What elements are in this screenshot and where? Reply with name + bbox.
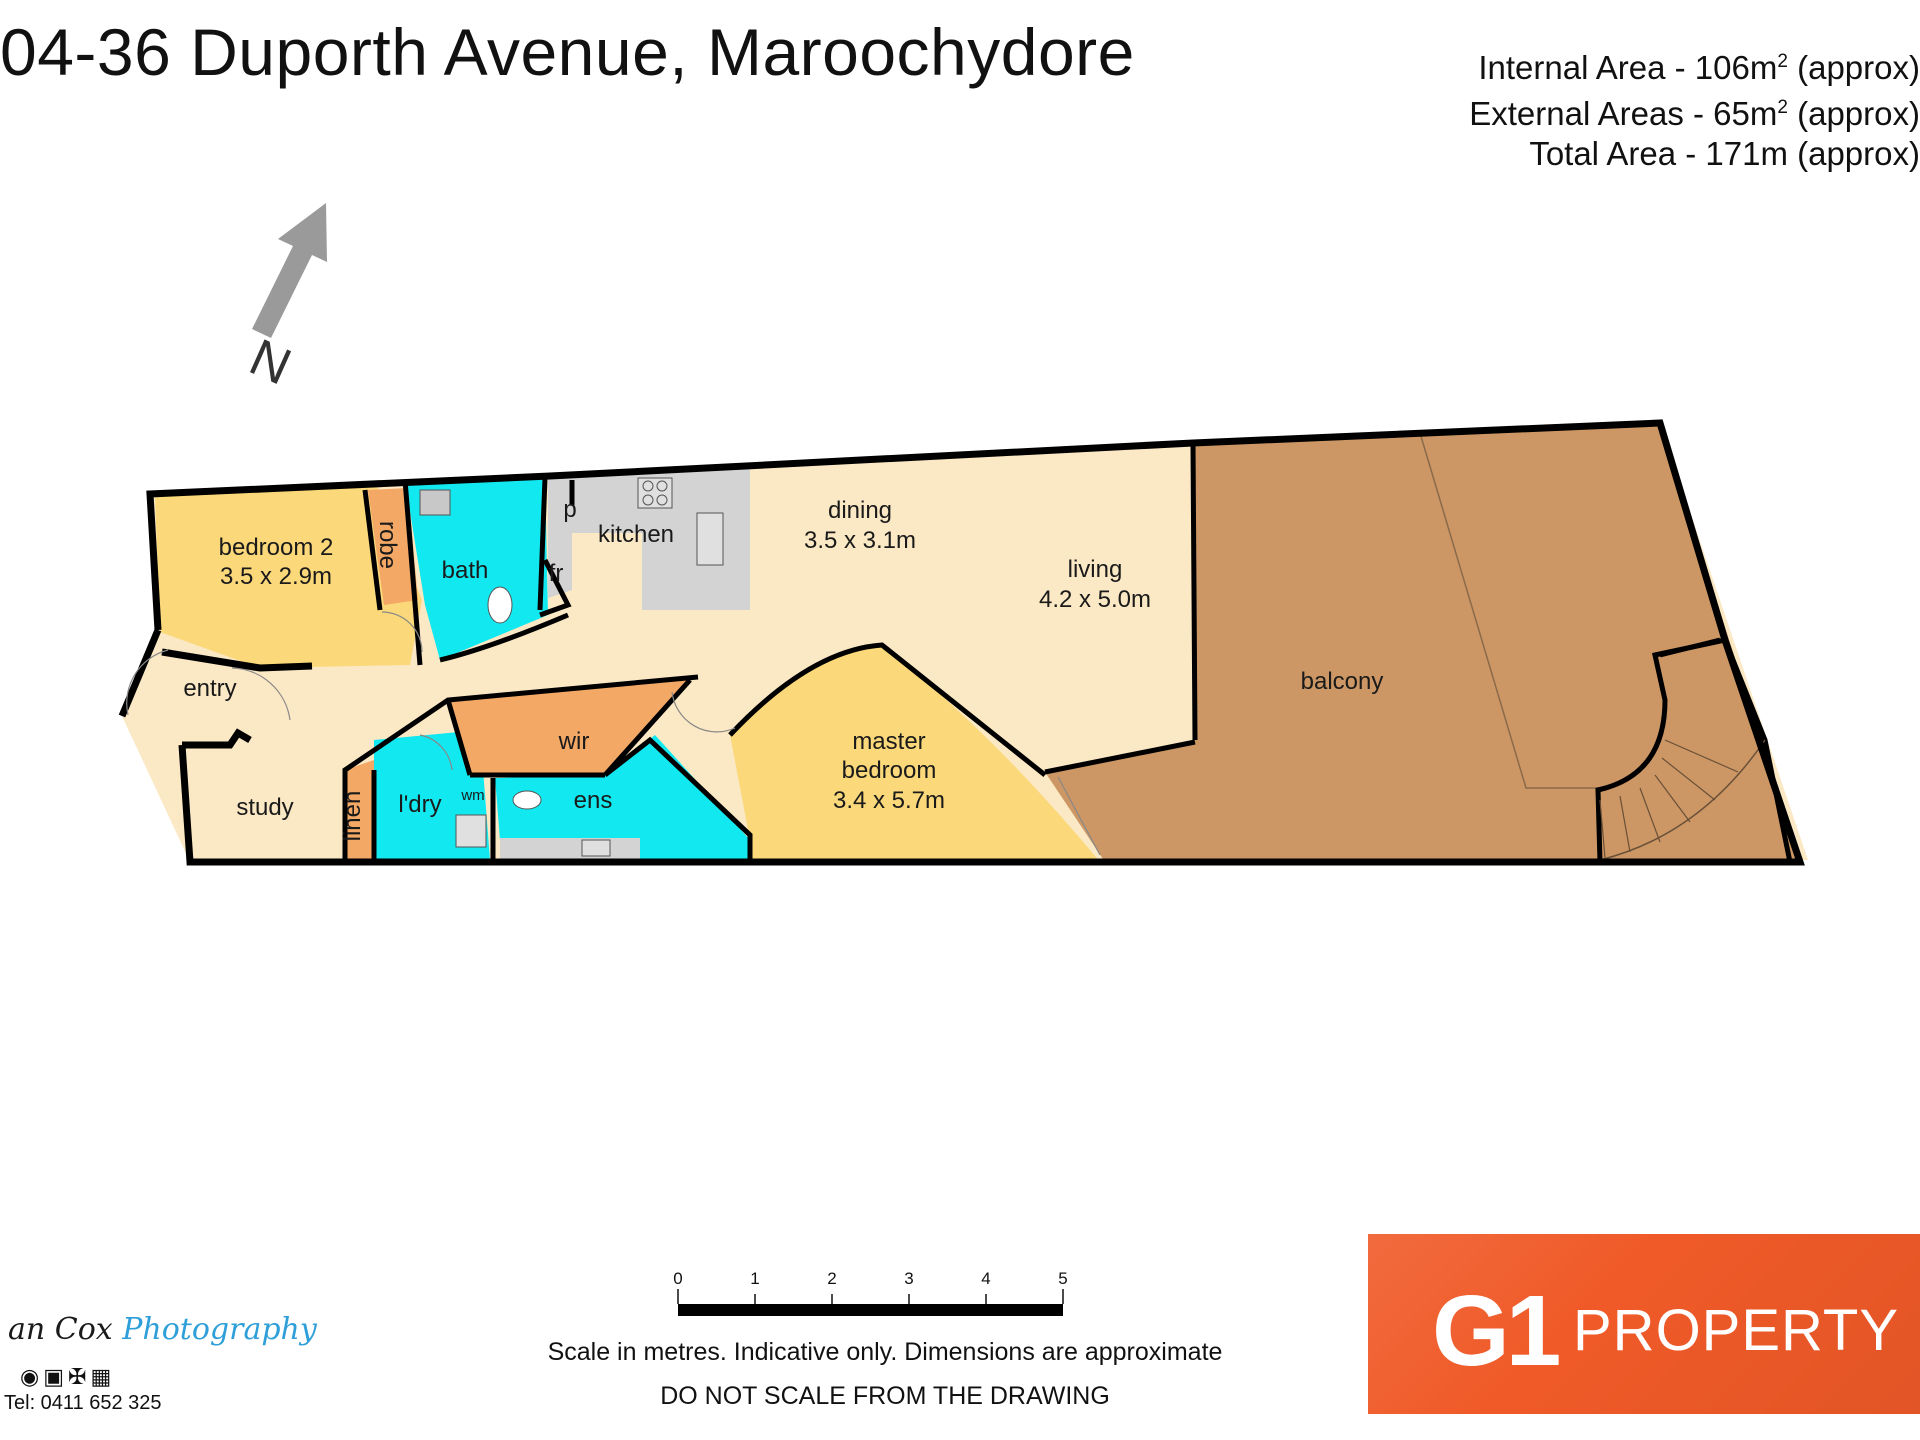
master-label-line2: bedroom [842,757,937,784]
scale-tick-3: 3 [904,1269,913,1288]
scale-tick-2: 2 [827,1269,836,1288]
video-icon: ▣ [43,1364,68,1389]
scale-note: Scale in metres. Indicative only. Dimens… [547,1338,1223,1366]
brand-wordmark: PROPERTY [1573,1298,1900,1363]
linen [345,760,374,860]
scale-bar-graphic: 0 1 2 3 4 5 [673,1269,1068,1316]
wir-label: wir [558,728,590,755]
master-bedroom [730,645,1100,862]
brand-mark: G1 [1432,1275,1561,1387]
area-summary: Internal Area - 106m2 (approx) External … [1469,42,1920,174]
dining-label: dining [828,497,892,524]
linen-label: linen [339,791,366,842]
scale-bar: 0 1 2 3 4 5 [530,1262,1230,1327]
living-label: living [1068,556,1123,583]
robe [368,488,418,605]
internal-area: Internal Area - 106m2 (approx) [1478,49,1920,86]
north-arrow-icon: N [241,203,327,397]
dining-dims: 3.5 x 3.1m [804,527,916,554]
study-label: study [236,794,293,821]
scale-tick-0: 0 [673,1269,682,1288]
total-area: Total Area - 171m (approx) [1529,135,1920,172]
robe-label: robe [374,521,401,569]
laundry-label: l'dry [398,791,441,818]
photographer-icons: ◉▣✠▦ [20,1364,115,1390]
pantry-label: p [563,496,576,523]
bedroom-2-label: bedroom 2 [219,534,334,561]
walk-in-robe [448,680,690,775]
brand-logo: G1 PROPERTY [1368,1234,1920,1414]
ensuite [495,735,750,860]
photographer-phone: Tel: 0411 652 325 [4,1392,162,1414]
bedroom-2-dims: 3.5 x 2.9m [220,563,332,590]
drone-icon: ✠ [68,1364,91,1389]
ensuite-label: ens [574,787,613,814]
photographer-logo: an Cox Photography ◉▣✠▦ Tel: 0411 652 32… [4,1312,317,1414]
bathroom [405,477,548,660]
external-area: External Areas - 65m2 (approx) [1469,95,1920,132]
master-label-line1: master [852,728,925,755]
floorplan-icon: ▦ [90,1364,116,1389]
scale-tick-4: 4 [981,1269,990,1288]
fridge-label: fr [549,560,564,587]
living-dims: 4.2 x 5.0m [1039,586,1151,613]
camera-icon: ◉ [20,1364,44,1389]
entry-label: entry [183,675,236,702]
kitchen-label: kitchen [598,521,674,548]
scale-warning: DO NOT SCALE FROM THE DRAWING [660,1382,1110,1410]
scale-tick-5: 5 [1058,1269,1067,1288]
kitchen-bench [548,468,750,610]
master-dims: 3.4 x 5.7m [833,787,945,814]
bedroom-2 [155,486,422,668]
scale-tick-1: 1 [750,1269,759,1288]
page-title: 04-36 Duporth Avenue, Maroochydore [0,15,1135,89]
balcony-label: balcony [1301,668,1384,695]
washing-machine-label: wm [460,787,484,804]
bath-label: bath [442,557,489,584]
balcony-area [1045,423,1800,862]
north-label: N [241,328,299,396]
